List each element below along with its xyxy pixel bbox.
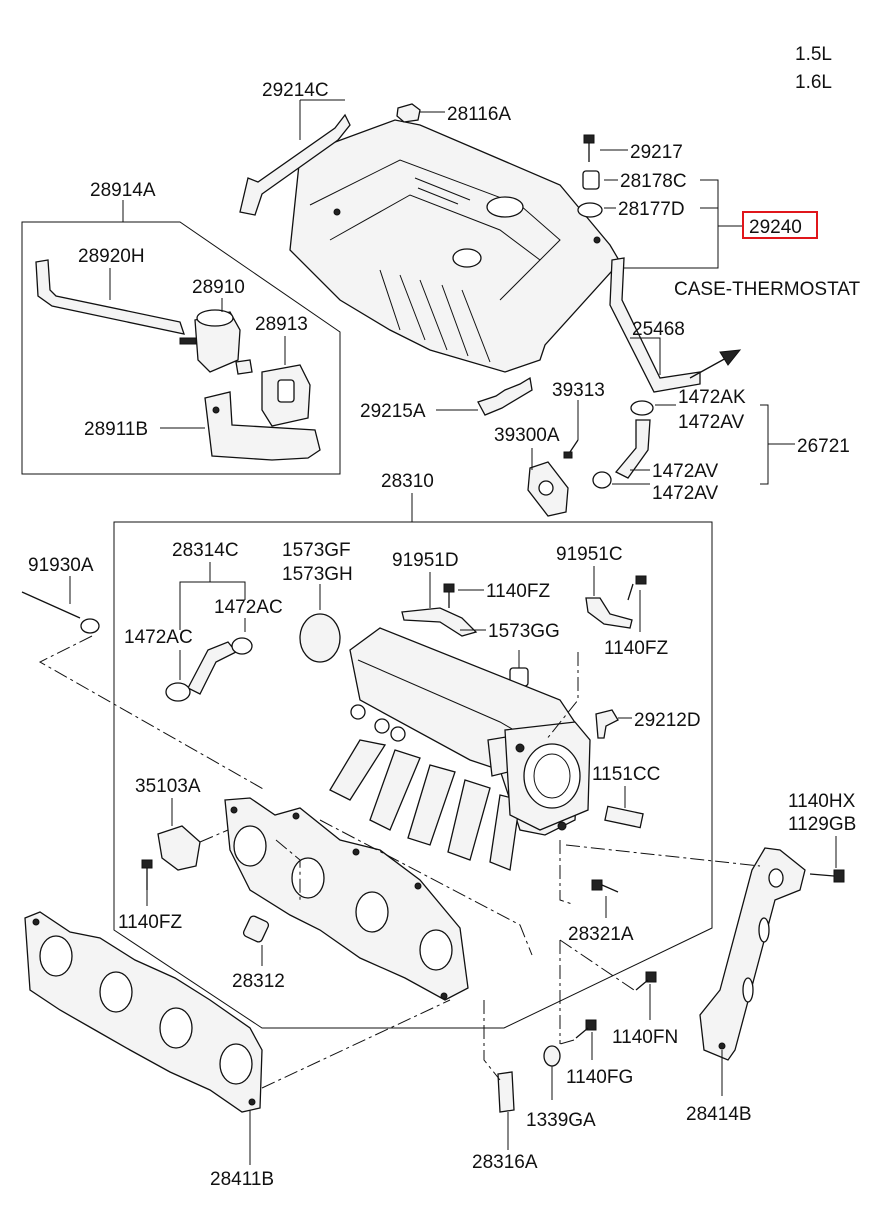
label-28314c[interactable]: 28314C bbox=[172, 540, 239, 561]
label-1472ak[interactable]: 1472AK bbox=[678, 387, 746, 408]
highlight-box-29240 bbox=[742, 211, 818, 239]
clip-28316a-part[interactable] bbox=[497, 1071, 515, 1113]
hose-28920h-part[interactable] bbox=[35, 259, 185, 335]
engine-size-label-2: 1.6L bbox=[795, 72, 832, 93]
label-1472av-1[interactable]: 1472AV bbox=[678, 412, 745, 433]
label-1339ga[interactable]: 1339GA bbox=[526, 1110, 596, 1131]
bracket-91951d-part[interactable] bbox=[401, 607, 478, 637]
sensor-39300a-part[interactable] bbox=[527, 461, 569, 517]
label-1472ac-1[interactable]: 1472AC bbox=[124, 627, 193, 648]
label-1573gg[interactable]: 1573GG bbox=[488, 621, 560, 642]
label-28177d[interactable]: 28177D bbox=[618, 199, 685, 220]
label-28321a[interactable]: 28321A bbox=[568, 924, 634, 945]
label-28310[interactable]: 28310 bbox=[381, 471, 434, 492]
bracket-91951c-part[interactable] bbox=[585, 597, 633, 629]
label-91930a[interactable]: 91930A bbox=[28, 555, 94, 576]
label-29217[interactable]: 29217 bbox=[630, 142, 683, 163]
bracket-28913-part[interactable] bbox=[261, 364, 311, 427]
bolt-29217-part[interactable] bbox=[583, 134, 595, 162]
fitting-29212d-part[interactable] bbox=[595, 709, 619, 739]
hose-26721-part[interactable] bbox=[614, 419, 651, 479]
label-29240[interactable]: 29240 bbox=[749, 217, 802, 238]
bracket-28911b-part[interactable] bbox=[204, 391, 321, 461]
label-39300a[interactable]: 39300A bbox=[494, 425, 560, 446]
bolt-1140fg-part[interactable] bbox=[575, 1019, 597, 1039]
washer-1339ga-part[interactable] bbox=[543, 1045, 561, 1067]
label-28414b[interactable]: 28414B bbox=[686, 1104, 752, 1125]
bolt-1140fz-2-part[interactable] bbox=[627, 575, 647, 601]
solenoid-28910-part[interactable] bbox=[179, 309, 253, 375]
label-1573gh[interactable]: 1573GH bbox=[282, 564, 353, 585]
label-29212d[interactable]: 29212D bbox=[634, 710, 701, 731]
label-1140fg[interactable]: 1140FG bbox=[566, 1067, 633, 1088]
label-1573gf[interactable]: 1573GF bbox=[282, 540, 351, 561]
label-1140hx[interactable]: 1140HX bbox=[788, 791, 856, 812]
stay-28414b-part[interactable] bbox=[699, 847, 806, 1061]
hose-28314c-part[interactable] bbox=[165, 637, 253, 702]
label-1140fz-3[interactable]: 1140FZ bbox=[118, 912, 182, 933]
label-28914a[interactable]: 28914A bbox=[90, 180, 156, 201]
grommet-28178c-part[interactable] bbox=[582, 170, 600, 190]
label-1472av-2[interactable]: 1472AV bbox=[652, 461, 719, 482]
label-28411b[interactable]: 28411B bbox=[210, 1169, 274, 1190]
label-35103a[interactable]: 35103A bbox=[135, 776, 201, 797]
label-28913[interactable]: 28913 bbox=[255, 314, 308, 335]
label-1129gb[interactable]: 1129GB bbox=[788, 814, 856, 835]
nut-28116a-part[interactable] bbox=[396, 103, 421, 123]
bolt-39313-part[interactable] bbox=[563, 439, 579, 459]
bracket-29214c-part[interactable] bbox=[239, 113, 351, 216]
bolt-1140fz-1-part[interactable] bbox=[443, 583, 455, 608]
label-28910[interactable]: 28910 bbox=[192, 277, 245, 298]
label-1140fz-1[interactable]: 1140FZ bbox=[486, 581, 550, 602]
label-1140fn[interactable]: 1140FN bbox=[612, 1027, 678, 1048]
label-28116a[interactable]: 28116A bbox=[447, 104, 511, 125]
label-28316a[interactable]: 28316A bbox=[472, 1152, 538, 1173]
label-1472av-3[interactable]: 1472AV bbox=[652, 483, 719, 504]
label-29215a[interactable]: 29215A bbox=[360, 401, 426, 422]
gasket-28411b-part[interactable] bbox=[24, 911, 263, 1113]
grommet-28177d-part[interactable] bbox=[577, 202, 603, 218]
label-91951d[interactable]: 91951D bbox=[392, 550, 459, 571]
engine-cover-part[interactable] bbox=[289, 119, 621, 373]
label-1140fz-2[interactable]: 1140FZ bbox=[604, 638, 668, 659]
bolt-1140fn-part[interactable] bbox=[635, 971, 657, 991]
clamp-1472ak-part[interactable] bbox=[630, 400, 654, 416]
sensor-35103a-part[interactable] bbox=[157, 825, 201, 871]
bolt-28321a-part[interactable] bbox=[591, 879, 619, 893]
label-25468[interactable]: 25468 bbox=[632, 319, 685, 340]
stud-28312-part[interactable] bbox=[242, 915, 270, 943]
case-thermostat-note: CASE-THERMOSTAT bbox=[674, 279, 861, 300]
engine-size-label-1: 1.5L bbox=[795, 44, 832, 65]
plug-1573gf-part[interactable] bbox=[299, 613, 341, 663]
stud-1151cc-part[interactable] bbox=[604, 805, 644, 829]
bracket-29215a-part[interactable] bbox=[477, 376, 533, 416]
label-1472ac-2[interactable]: 1472AC bbox=[214, 597, 283, 618]
label-26721[interactable]: 26721 bbox=[797, 436, 850, 457]
label-28911b[interactable]: 28911B bbox=[84, 419, 148, 440]
label-1151cc[interactable]: 1151CC bbox=[592, 764, 660, 785]
label-28920h[interactable]: 28920H bbox=[78, 246, 145, 267]
intake-manifold-28310-part[interactable] bbox=[329, 627, 591, 871]
label-29214c[interactable]: 29214C bbox=[262, 80, 329, 101]
bolt-1140hx-part[interactable] bbox=[809, 869, 845, 883]
label-28178c[interactable]: 28178C bbox=[620, 171, 687, 192]
label-28312[interactable]: 28312 bbox=[232, 971, 285, 992]
ground-wire-91930a-part[interactable] bbox=[21, 591, 100, 634]
clamp-1472av-part[interactable] bbox=[592, 471, 612, 489]
label-91951c[interactable]: 91951C bbox=[556, 544, 623, 565]
label-39313[interactable]: 39313 bbox=[552, 380, 605, 401]
